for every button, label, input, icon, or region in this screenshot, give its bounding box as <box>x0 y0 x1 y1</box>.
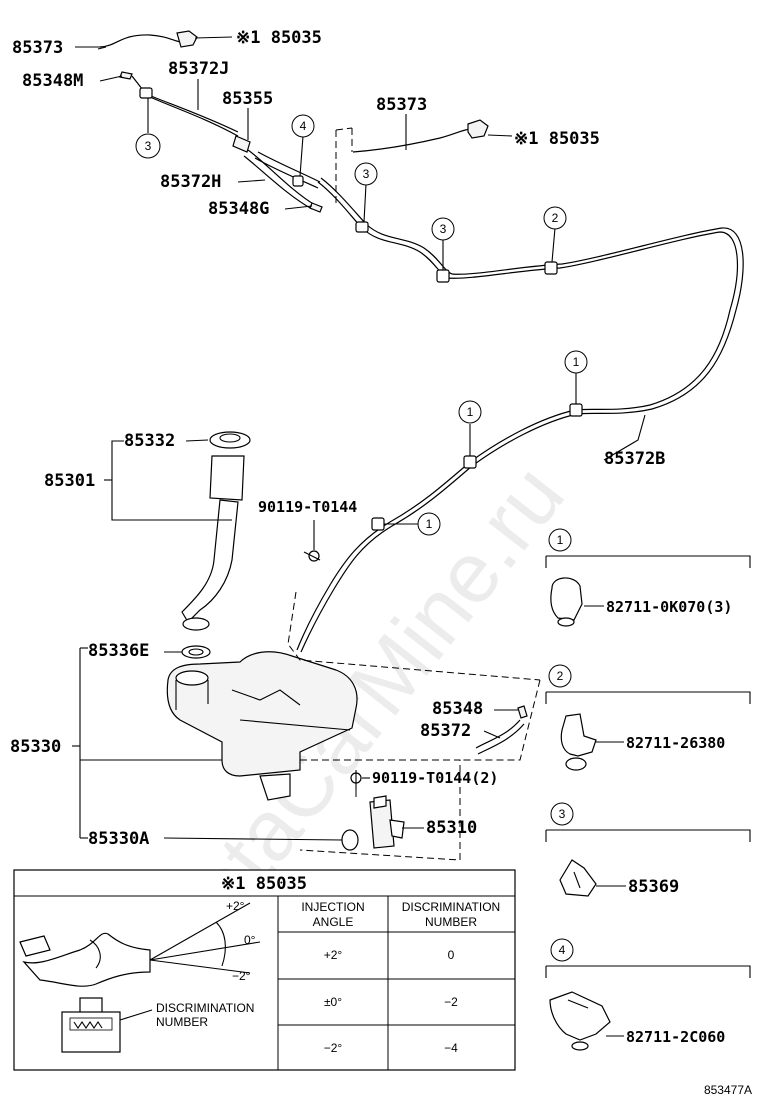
row-number-2: −2 <box>444 995 458 1009</box>
angle-minus-label: −2° <box>232 969 251 983</box>
side-panel-4: 4 82711-2C060 <box>545 938 751 1051</box>
row-angle-3: −2° <box>324 1041 343 1055</box>
svg-text:2: 2 <box>557 669 564 683</box>
row-angle-2: ±0° <box>324 995 342 1009</box>
label-85355: 85355 <box>222 89 273 109</box>
label-85330: 85330 <box>10 737 61 757</box>
side-panel-1: 1 82711-0K070(3) <box>545 528 751 627</box>
tank-leaders <box>72 439 518 841</box>
svg-text:3: 3 <box>145 139 152 153</box>
row-number-1: 0 <box>448 948 455 962</box>
callout-3-c <box>431 217 455 241</box>
svg-text:3: 3 <box>559 807 566 821</box>
tank-labels: 85332 85301 90119-T0144 85336E 85348 853… <box>10 431 498 849</box>
label-85373-mid: 85373 <box>376 95 427 115</box>
upper-hoses <box>97 30 744 653</box>
svg-text:1: 1 <box>557 533 564 547</box>
upper-leaders <box>75 36 646 525</box>
callout-4 <box>291 114 315 138</box>
label-85348G: 85348G <box>208 199 269 219</box>
side-panel-2: 2 82711-26380 <box>545 664 751 771</box>
callout-1-c <box>417 512 441 536</box>
row-number-3: −4 <box>444 1041 458 1055</box>
label-85310: 85310 <box>426 818 477 838</box>
svg-text:1: 1 <box>467 405 474 419</box>
label-85348: 85348 <box>432 699 483 719</box>
upper-callouts: 3 4 3 3 2 1 1 1 <box>135 114 588 536</box>
side-part-82711-26380: 82711-26380 <box>626 734 725 752</box>
svg-text:4: 4 <box>559 943 566 957</box>
side-panel-3: 3 85369 <box>545 802 751 897</box>
label-85372B: 85372B <box>604 449 665 469</box>
label-85348M: 85348M <box>22 71 83 91</box>
side-part-82711-2C060: 82711-2C060 <box>626 1028 725 1046</box>
svg-text:3: 3 <box>440 222 447 236</box>
angle-zero-label: 0° <box>244 933 256 947</box>
svg-text:4: 4 <box>300 119 307 133</box>
callout-3-a <box>135 133 161 159</box>
callout-1-b <box>458 400 482 424</box>
svg-text:1: 1 <box>573 355 580 369</box>
label-85372: 85372 <box>420 721 471 741</box>
tank-assembly <box>166 431 528 851</box>
label-85372J: 85372J <box>168 59 229 79</box>
label-85035-top: ※1 85035 <box>236 28 322 48</box>
callout-1-a <box>564 350 588 374</box>
side-part-82711-0K070: 82711-0K070(3) <box>606 598 732 616</box>
callout-2 <box>543 206 567 230</box>
diagram-id: 853477A <box>704 1083 752 1097</box>
row-angle-1: +2° <box>324 948 343 962</box>
label-85035-mid: ※1 85035 <box>514 129 600 149</box>
label-85332: 85332 <box>124 431 175 451</box>
label-85336E: 85336E <box>88 641 149 661</box>
svg-text:1: 1 <box>426 517 433 531</box>
table-title: ※1 85035 <box>221 874 307 894</box>
angle-plus-label: +2° <box>226 899 245 913</box>
svg-text:2: 2 <box>552 211 559 225</box>
callout-3-b <box>354 162 378 186</box>
label-85372H: 85372H <box>160 172 221 192</box>
label-90119-top: 90119-T0144 <box>258 498 357 516</box>
upper-dash-guides <box>335 127 353 205</box>
label-85373-top: 85373 <box>12 38 63 58</box>
label-90119-bottom: 90119-T0144(2) <box>372 769 498 787</box>
side-part-85369: 85369 <box>628 877 679 897</box>
label-85330A: 85330A <box>88 829 149 849</box>
label-85301: 85301 <box>44 471 95 491</box>
tank-dash-guides <box>287 591 541 861</box>
upper-labels: 85373 ※1 85035 85348M 85372J 85355 85373… <box>12 28 665 469</box>
svg-text:3: 3 <box>363 167 370 181</box>
